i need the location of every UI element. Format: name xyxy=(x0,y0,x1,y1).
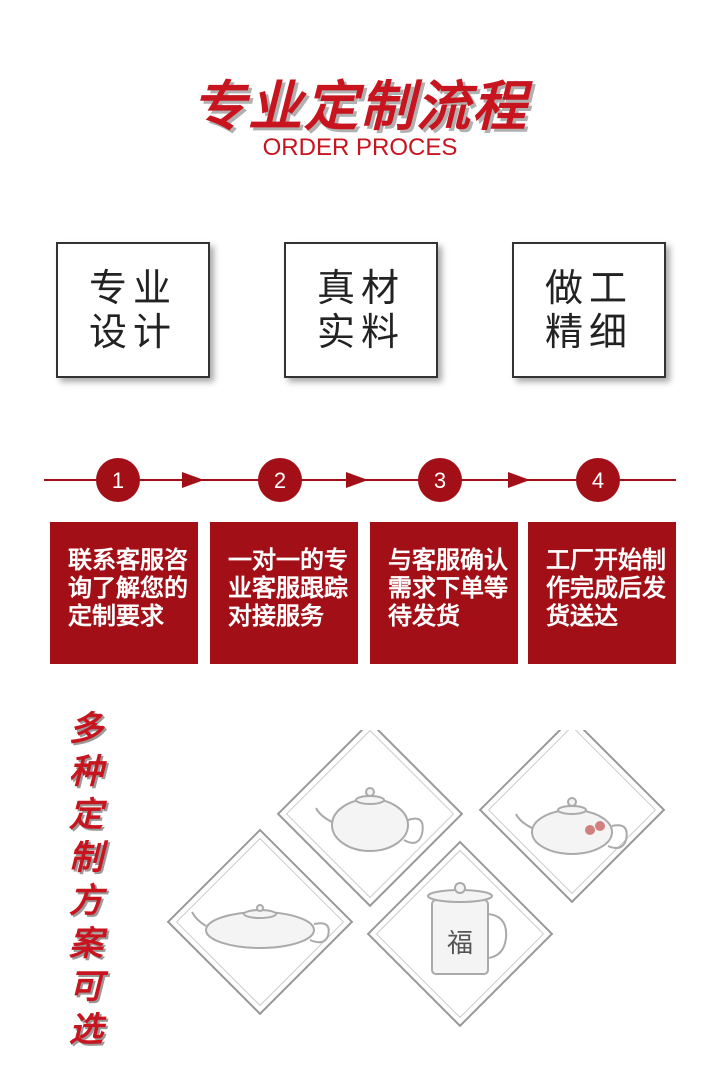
arrow-icon xyxy=(346,472,368,488)
step-box-1: 联系客服咨询了解您的定制要求 xyxy=(50,522,198,664)
feature-line: 做工 xyxy=(544,266,633,310)
arrow-icon xyxy=(508,472,530,488)
vertical-slogan: 多种定制方案可选 xyxy=(69,709,103,1050)
step-number: 1 xyxy=(112,468,124,493)
feature-line: 专业 xyxy=(88,266,177,310)
step-number: 2 xyxy=(274,468,286,493)
step-box-2: 一对一的专业客服跟踪对接服务 xyxy=(210,522,358,664)
teapot-icon xyxy=(515,797,628,855)
butterfly-icon xyxy=(585,821,605,835)
diamond-teapot-3 xyxy=(166,828,354,1016)
page-subtitle: ORDER PROCES xyxy=(262,134,458,161)
mug-character: 福 xyxy=(447,929,473,959)
step-circle xyxy=(418,458,462,502)
teapot-icon xyxy=(315,787,424,852)
page-title: 专业定制流程 xyxy=(192,75,528,138)
mug-icon xyxy=(427,882,508,975)
step-circle xyxy=(576,458,620,502)
step-circle xyxy=(96,458,140,502)
diamond-teapot-1 xyxy=(276,730,464,908)
teapot-icon xyxy=(191,904,330,949)
arrow-icon xyxy=(182,472,204,488)
feature-line: 设计 xyxy=(88,310,177,354)
product-gallery: 福 xyxy=(166,730,666,1028)
feature-line: 真材 xyxy=(316,266,405,310)
step-box-3: 与客服确认需求下单等待发货 xyxy=(370,522,518,664)
step-box-4: 工厂开始制作完成后发货送达 xyxy=(528,522,676,664)
feature-card-design: 专业设计 xyxy=(56,242,210,378)
feature-card-craft: 做工精细 xyxy=(512,242,666,378)
feature-line: 精细 xyxy=(544,310,633,354)
diamond-teapot-2 xyxy=(478,730,666,904)
step-number: 4 xyxy=(592,468,604,493)
feature-card-material: 真材实料 xyxy=(284,242,438,378)
step-circle xyxy=(258,458,302,502)
step-number: 3 xyxy=(434,468,446,493)
diamond-mug: 福 xyxy=(366,840,554,1028)
feature-line: 实料 xyxy=(316,310,405,354)
process-timeline: 1 2 3 4 xyxy=(44,458,676,502)
